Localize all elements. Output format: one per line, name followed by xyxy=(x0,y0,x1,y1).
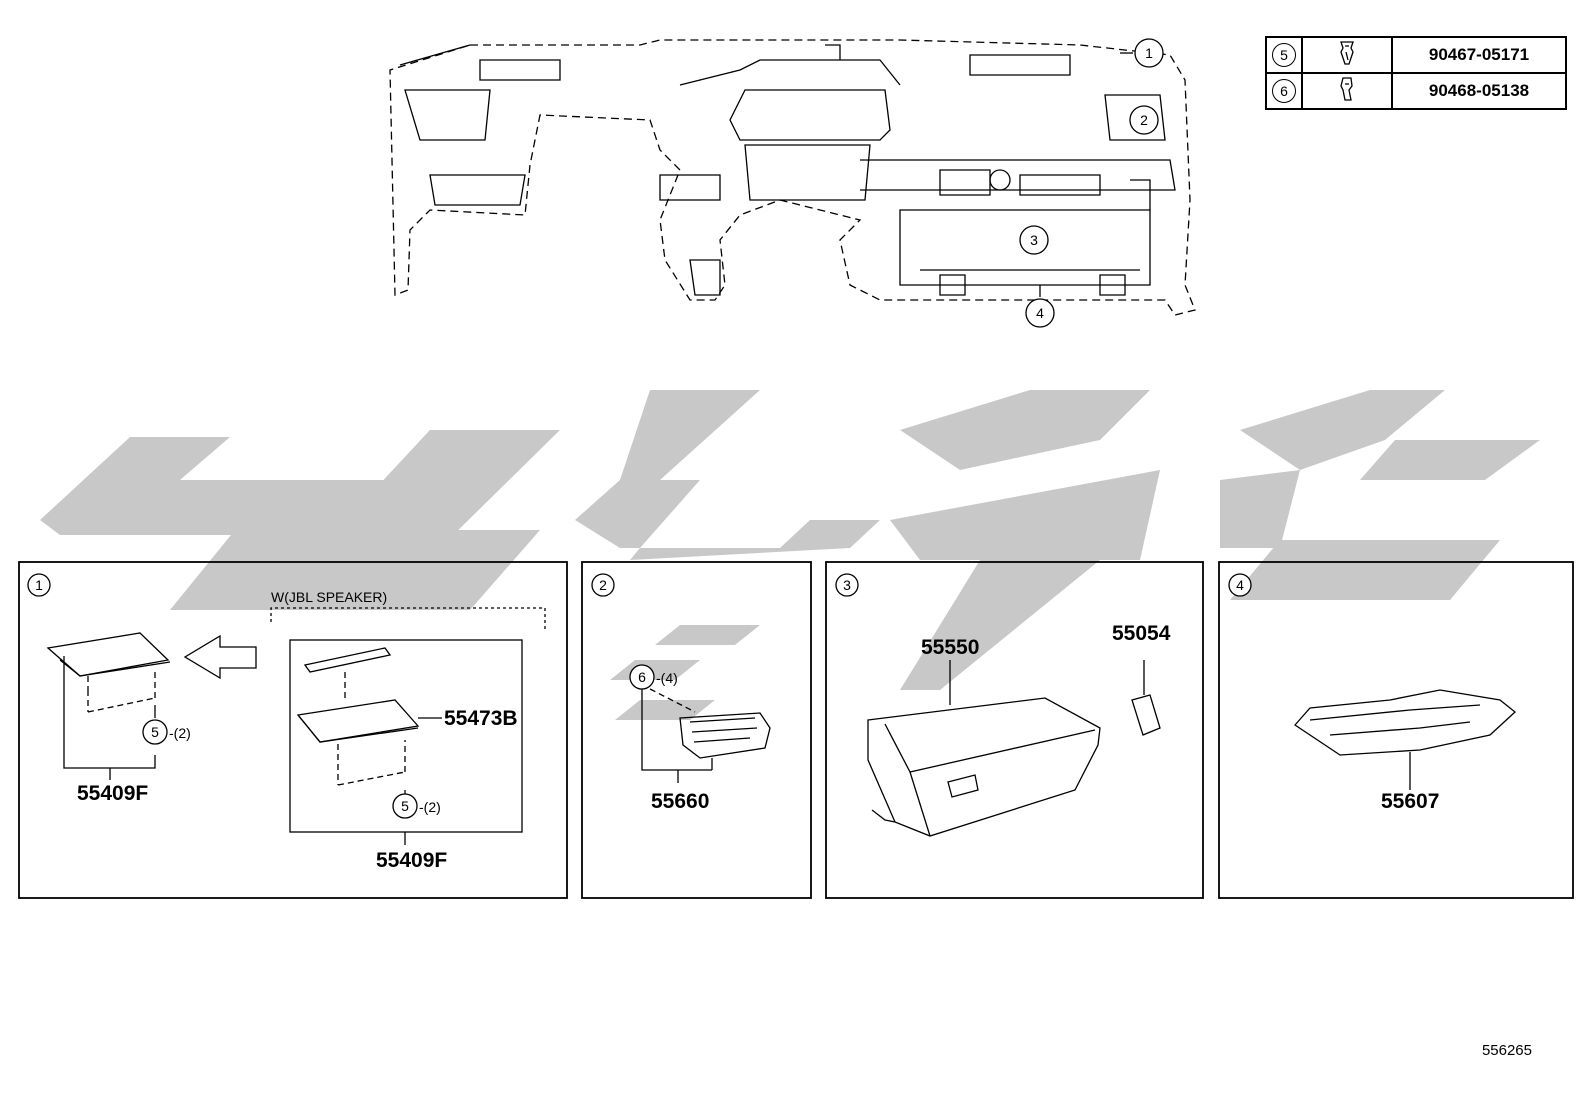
cover-55409F-left xyxy=(46,632,170,677)
glove-box-55550-drawing xyxy=(867,697,1101,837)
panel-2-frame xyxy=(581,561,812,899)
diagram-id: 556265 xyxy=(1481,1042,1532,1059)
panel-3-frame xyxy=(825,561,1204,899)
ref-number: 6 xyxy=(1272,79,1296,103)
panel-1-frame xyxy=(18,561,568,899)
clip-icon xyxy=(1340,40,1354,65)
parts-reference-table: 5 90467-05171 6 90468-05138 xyxy=(1265,36,1567,110)
panel-2-number: 2 xyxy=(599,577,607,593)
callout-2 xyxy=(1129,105,1159,135)
clip-5-left-circle xyxy=(142,719,168,745)
clip-6-ref: 6 xyxy=(638,669,646,685)
part-number: 90467-05171 xyxy=(1391,36,1567,74)
callout-4 xyxy=(1025,298,1055,328)
ref-number: 5 xyxy=(1272,43,1296,67)
clip-left-ref: 5 xyxy=(151,724,159,740)
under-cover-55607-drawing xyxy=(1294,689,1516,756)
callout-1-label: 1 xyxy=(1145,45,1153,61)
callout-2-label: 2 xyxy=(1140,112,1148,128)
cover-55409F-right xyxy=(296,699,420,743)
part-55550-label: 55550 xyxy=(921,636,979,659)
clip-5-right-circle xyxy=(392,793,418,819)
panel-1-drawing xyxy=(46,607,546,845)
clip-6-qty: -(4) xyxy=(656,670,678,686)
overview-callout-labels: 1 2 3 4 xyxy=(1030,45,1153,321)
panel-4-drawing xyxy=(1294,689,1516,790)
clip-icon xyxy=(1340,76,1353,101)
condition-label: W(JBL SPEAKER) xyxy=(271,589,387,605)
panel-1-number: 1 xyxy=(35,577,43,593)
clip-right-ref: 5 xyxy=(401,798,409,814)
panel-2-drawing xyxy=(641,688,771,783)
part-55054-label: 55054 xyxy=(1112,622,1171,645)
table-row: 6 90468-05138 xyxy=(1265,72,1567,110)
callout-1 xyxy=(1134,38,1164,68)
panel-frames xyxy=(18,561,1574,899)
table-row: 5 90467-05171 xyxy=(1265,36,1567,74)
damper-55054-drawing xyxy=(1131,694,1161,736)
direction-arrow xyxy=(183,634,257,680)
jbl-variant-box xyxy=(289,639,523,833)
clip-right-qty: -(2) xyxy=(419,799,441,815)
callout-3-label: 3 xyxy=(1030,232,1038,248)
part-55409F-left-label: 55409F xyxy=(77,782,148,805)
clip-6-circle xyxy=(629,664,655,690)
panel-4-frame xyxy=(1218,561,1574,899)
callout-3 xyxy=(1019,225,1049,255)
instrument-panel-overview xyxy=(389,39,1196,316)
panel-3-number: 3 xyxy=(843,577,851,593)
part-55607-label: 55607 xyxy=(1381,790,1439,813)
panel-3-drawing xyxy=(867,660,1161,837)
part-55409F-right-label: 55409F xyxy=(376,849,447,872)
overview-callouts xyxy=(1019,38,1164,328)
clip-left-qty: -(2) xyxy=(169,725,191,741)
watermark-logo xyxy=(40,390,1540,720)
panel-number-circles xyxy=(27,573,1252,597)
part-number: 90468-05138 xyxy=(1391,72,1567,110)
panel-4-number: 4 xyxy=(1236,577,1244,593)
insert-55473B xyxy=(303,647,392,673)
part-55660-label: 55660 xyxy=(651,790,709,813)
part-55660-drawing xyxy=(679,712,771,759)
callout-4-label: 4 xyxy=(1036,305,1044,321)
part-55473B-label: 55473B xyxy=(444,707,518,730)
